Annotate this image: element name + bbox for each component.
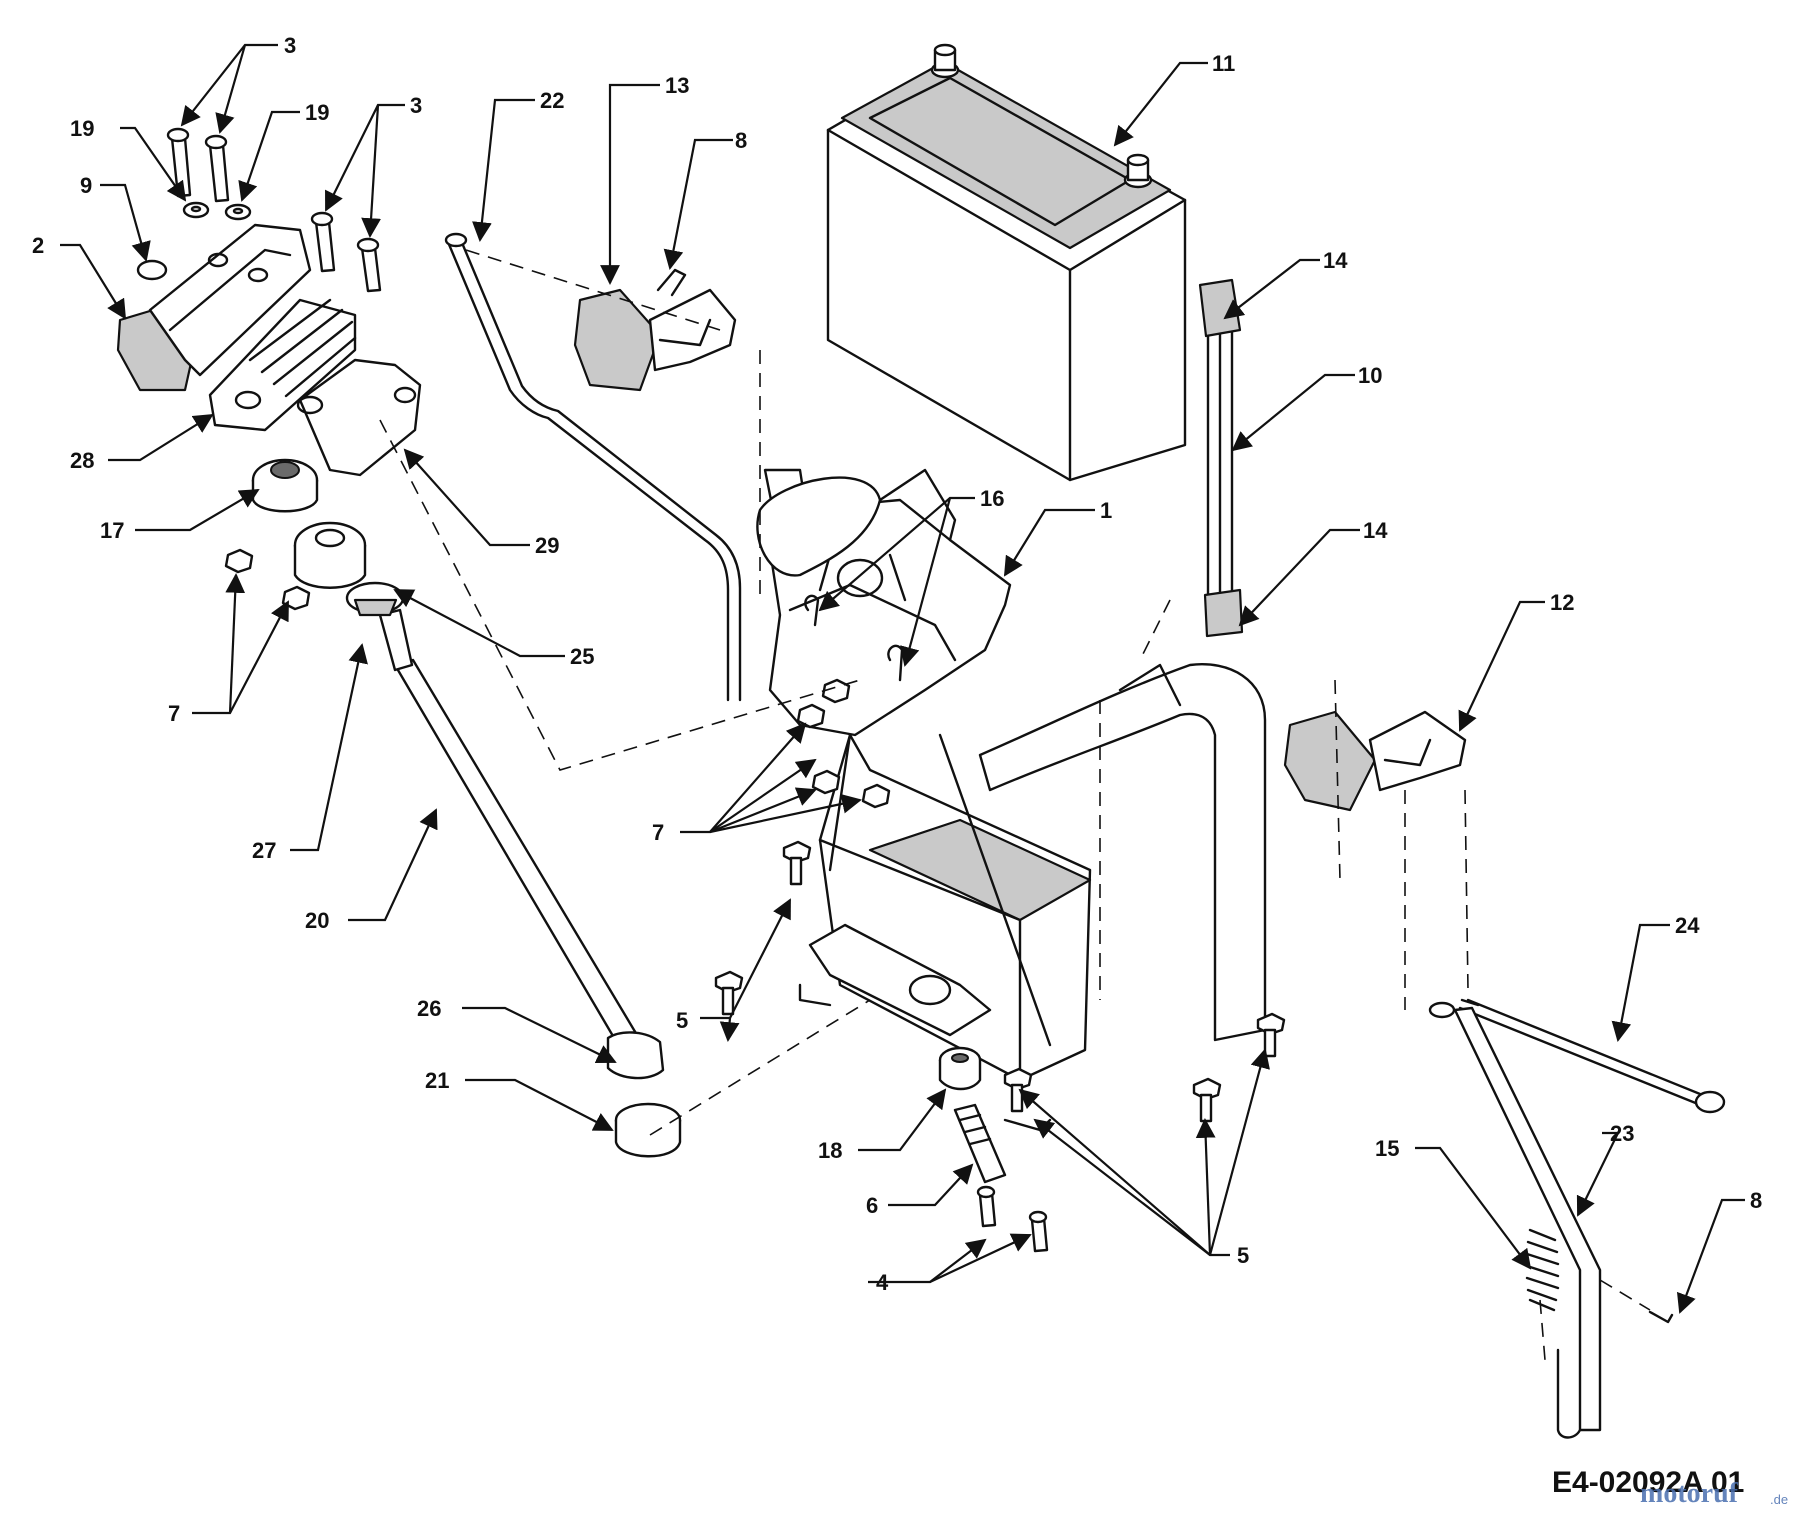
callout-22: 22	[540, 88, 564, 113]
callout-16: 16	[980, 486, 1004, 511]
battery-part	[826, 43, 1187, 482]
callout-11: 11	[1212, 51, 1235, 76]
callout-5b: 5	[1237, 1243, 1249, 1268]
callout-18: 18	[818, 1138, 842, 1163]
callout-7b: 7	[652, 820, 664, 845]
battery-strap-part	[1198, 278, 1244, 638]
collar-bushings-part	[251, 458, 405, 617]
callout-12: 12	[1550, 590, 1574, 615]
callout-14b: 14	[1363, 518, 1388, 543]
callout-10: 10	[1358, 363, 1382, 388]
callout-14a: 14	[1323, 248, 1348, 273]
callout-24: 24	[1675, 913, 1700, 938]
callout-28: 28	[70, 448, 94, 473]
callout-19a: 19	[70, 116, 94, 141]
control-rod-22-part	[444, 232, 742, 702]
callout-26: 26	[417, 996, 441, 1021]
callout-21: 21	[425, 1068, 449, 1093]
drawing-part-number: E4-02092A 01	[1552, 1466, 1744, 1499]
upper-bracket-assembly-part	[116, 223, 422, 477]
callout-17: 17	[100, 518, 124, 543]
callout-labels: 1 2 3 3 4 5 5 6 7 7 8 8 9 10 11 12 13 14…	[32, 33, 1762, 1295]
callout-13: 13	[665, 73, 689, 98]
steering-frame-part	[758, 468, 1092, 1132]
callout-4: 4	[876, 1270, 889, 1295]
watermark-logo: motoruf .de	[1640, 1478, 1788, 1509]
watermark-text: motoruf	[1640, 1478, 1739, 1509]
callout-3a: 3	[284, 33, 296, 58]
callout-29: 29	[535, 533, 559, 558]
handle-tube-part	[756, 476, 1267, 1042]
callout-8a: 8	[735, 128, 747, 153]
callout-1: 1	[1100, 498, 1112, 523]
callout-7a: 7	[168, 701, 180, 726]
callout-3b: 3	[410, 93, 422, 118]
right-rods-spring-part	[1428, 998, 1726, 1439]
callout-2: 2	[32, 233, 44, 258]
callout-23: 23	[1610, 1121, 1634, 1146]
phantom-assembly-lines	[379, 249, 1651, 1361]
callout-9: 9	[80, 173, 92, 198]
callout-8b: 8	[1750, 1188, 1762, 1213]
left-hand-grip-part	[573, 288, 737, 392]
steering-shaft-part	[378, 608, 682, 1158]
callout-20: 20	[305, 908, 329, 933]
right-hand-grip-part	[1283, 710, 1467, 812]
callout-6: 6	[866, 1193, 878, 1218]
callout-25: 25	[570, 644, 594, 669]
hardware-fasteners	[136, 127, 1674, 1324]
watermark-suffix: .de	[1770, 1492, 1788, 1507]
callout-15: 15	[1375, 1136, 1399, 1161]
callout-5a: 5	[676, 1008, 688, 1033]
callout-19b: 19	[305, 100, 329, 125]
callout-leaders	[60, 43, 1745, 1314]
callout-27: 27	[252, 838, 276, 863]
